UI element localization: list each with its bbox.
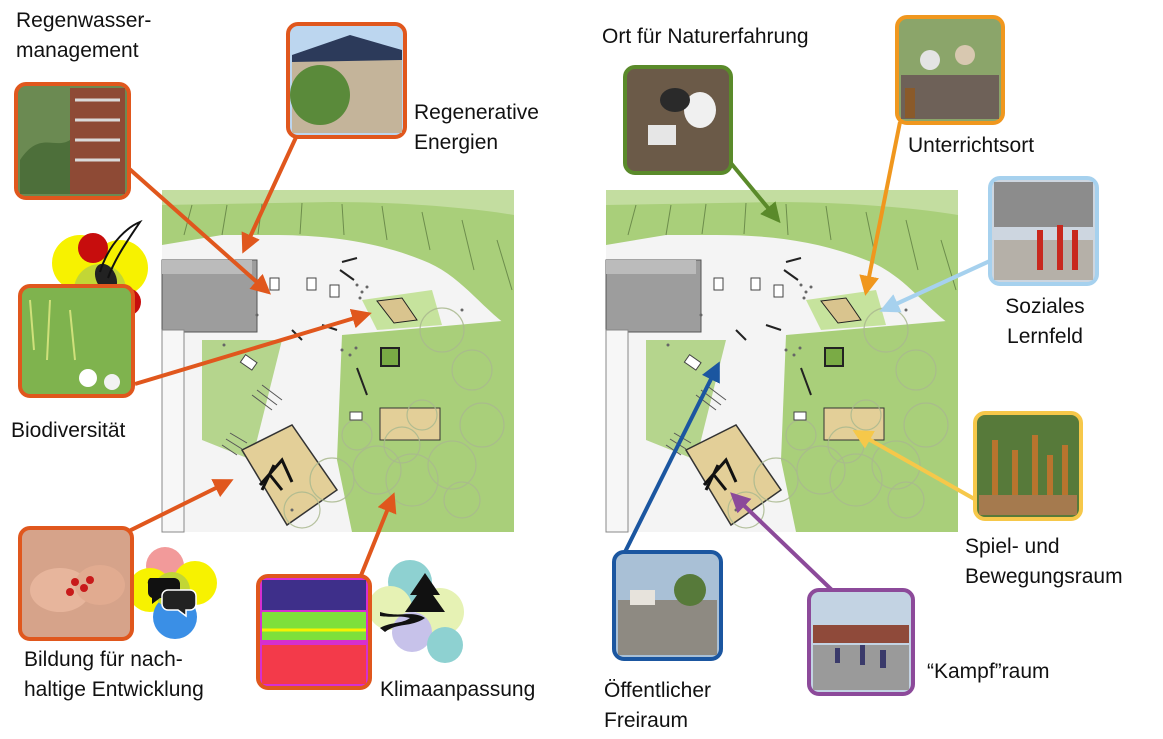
label-spiel-bewegungsraum: Spiel- und Bewegungsraum	[965, 535, 1123, 588]
label-unterrichtsort: Unterrichtsort	[908, 134, 1035, 157]
label-regenwassermanagement: Regenwasser- management	[16, 9, 152, 62]
photo-unterrichtsort	[895, 15, 1005, 125]
label-regenerative-energien: Regenerative Energien	[414, 101, 539, 154]
label-biodiversitaet: Biodiversität	[11, 419, 126, 442]
speech-bubbles-icon	[128, 547, 217, 639]
photo-spiel-bewegungsraum	[973, 411, 1083, 521]
label-oeffentlicher-freiraum: Öffentlicher Freiraum	[604, 679, 711, 732]
photo-naturerfahrung	[623, 65, 733, 175]
label-klimaanpassung: Klimaanpassung	[380, 678, 536, 701]
bee-and-circles-icon	[52, 219, 148, 316]
arrow-spiel	[852, 430, 986, 507]
arrow-kampf	[730, 492, 837, 595]
photo-oeffentlicher-freiraum	[612, 550, 723, 661]
photo-biodiversitaet	[18, 284, 135, 398]
label-naturerfahrung: Ort für Naturerfahrung	[602, 25, 809, 48]
photo-klimaanpassung	[256, 574, 372, 690]
arrow-oeffentlich	[623, 361, 720, 553]
photo-regenwasser	[14, 82, 131, 200]
photo-kampfraum	[807, 588, 915, 696]
photo-soziales-lernfeld	[988, 176, 1099, 286]
arrow-sozial	[879, 258, 993, 313]
arrows-left	[123, 132, 397, 579]
label-soziales-lernfeld: Soziales Lernfeld	[1005, 295, 1085, 348]
photo-regenerative-energien	[286, 22, 407, 139]
arrow-unterricht	[859, 121, 902, 296]
label-kampfraum: “Kampf”raum	[927, 660, 1050, 683]
tree-and-river-icon	[368, 560, 464, 663]
photo-bildung	[18, 526, 134, 641]
arrow-natur	[728, 160, 781, 224]
label-bildung: Bildung für nach- haltige Entwicklung	[24, 648, 204, 701]
